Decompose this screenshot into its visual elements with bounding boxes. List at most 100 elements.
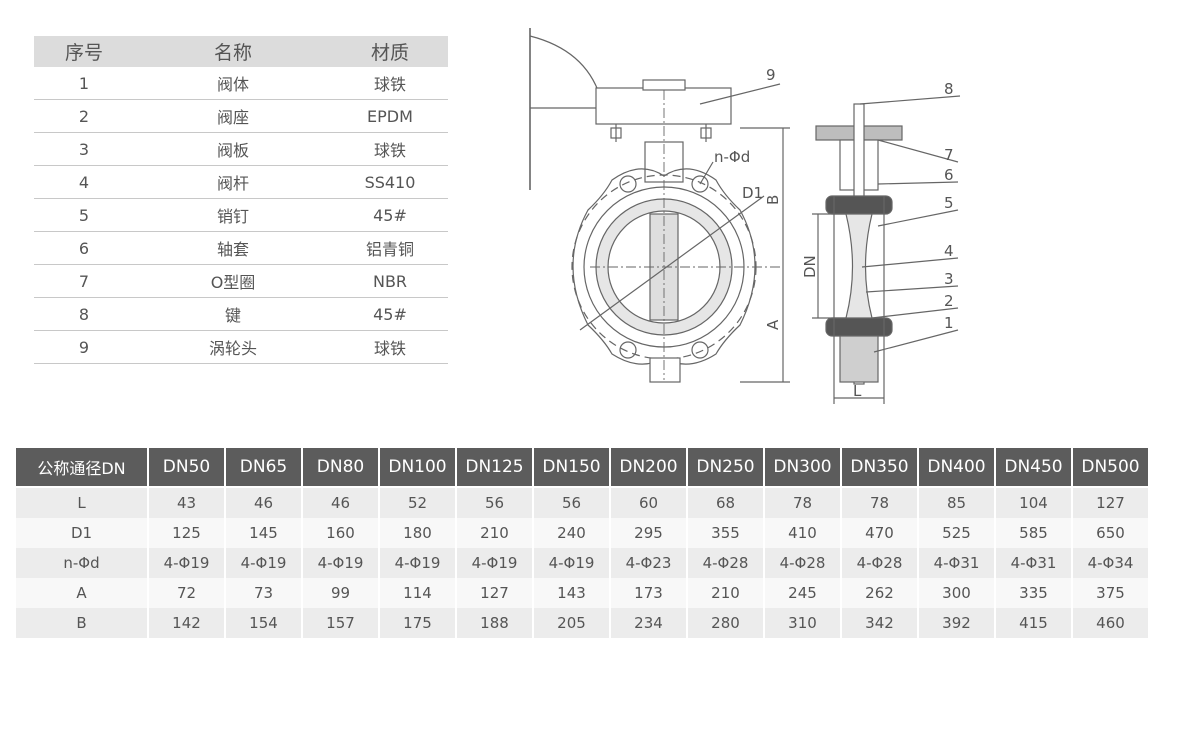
dimension-cell: 60 xyxy=(611,488,686,518)
dimension-cell: 180 xyxy=(380,518,455,548)
dimension-cell: 104 xyxy=(996,488,1071,518)
dimension-cell: 160 xyxy=(303,518,378,548)
dn-column-header: DN350 xyxy=(842,448,917,488)
dimension-cell: 52 xyxy=(380,488,455,518)
part-material: EPDM xyxy=(332,99,448,133)
dimension-cell: 234 xyxy=(611,608,686,638)
dimension-cell: 4-Φ23 xyxy=(611,548,686,578)
gearbox xyxy=(595,87,732,125)
part-name: 阀板 xyxy=(134,132,332,166)
dimension-row-label: A xyxy=(16,578,147,608)
dimension-cell: 114 xyxy=(380,578,455,608)
dimension-row-label: B xyxy=(16,608,147,638)
dimension-cell: 78 xyxy=(765,488,840,518)
dimension-header-label: 公称通径DN xyxy=(16,448,147,488)
dimension-cell: 127 xyxy=(457,578,532,608)
dimension-cell: 410 xyxy=(765,518,840,548)
part-material: 铝青铜 xyxy=(332,231,448,265)
dimension-cell: 78 xyxy=(842,488,917,518)
side-seat-bottom xyxy=(825,317,893,337)
callout-3: 3 xyxy=(944,270,954,288)
part-number: 1 xyxy=(34,67,134,100)
dimension-cell: 470 xyxy=(842,518,917,548)
dimension-cell: 525 xyxy=(919,518,994,548)
dimension-cell: 43 xyxy=(149,488,224,518)
dn-column-header: DN150 xyxy=(534,448,609,488)
callout-8: 8 xyxy=(944,80,954,98)
part-name: 阀体 xyxy=(134,67,332,100)
dimension-row-label: D1 xyxy=(16,518,147,548)
parts-header-row: 序号 名称 材质 xyxy=(34,36,448,67)
dimension-cell: 85 xyxy=(919,488,994,518)
dimension-cell: 460 xyxy=(1073,608,1148,638)
dimension-cell: 650 xyxy=(1073,518,1148,548)
dimension-cell: 342 xyxy=(842,608,917,638)
callout-2: 2 xyxy=(944,292,954,310)
side-bottom xyxy=(839,335,879,383)
part-material: 45# xyxy=(332,297,448,331)
dimension-cell: 188 xyxy=(457,608,532,638)
part-material: 球铁 xyxy=(332,330,448,364)
part-name: O型圈 xyxy=(134,264,332,298)
dimension-cell: 4-Φ19 xyxy=(457,548,532,578)
dimension-cell: 335 xyxy=(996,578,1071,608)
dimension-cell: 585 xyxy=(996,518,1071,548)
dimension-cell: 99 xyxy=(303,578,378,608)
dn-column-header: DN300 xyxy=(765,448,840,488)
callout-6: 6 xyxy=(944,166,954,184)
callout-1: 1 xyxy=(944,314,954,332)
dn-column-header: DN400 xyxy=(919,448,994,488)
part-name: 涡轮头 xyxy=(134,330,332,364)
part-number: 7 xyxy=(34,264,134,298)
dimension-cell: 280 xyxy=(688,608,763,638)
label-d1: D1 xyxy=(742,184,763,202)
part-name: 销钉 xyxy=(134,198,332,232)
dimension-cell: 4-Φ28 xyxy=(842,548,917,578)
dimension-cell: 142 xyxy=(149,608,224,638)
dn-column-header: DN80 xyxy=(303,448,378,488)
callout-9: 9 xyxy=(766,66,776,84)
part-name: 轴套 xyxy=(134,231,332,265)
parts-header-cell: 序号 xyxy=(34,36,134,67)
part-material: SS410 xyxy=(332,165,448,199)
label-nphid: n-Φd xyxy=(714,148,750,166)
dimension-cell: 392 xyxy=(919,608,994,638)
dimension-cell: 4-Φ28 xyxy=(765,548,840,578)
dimension-cell: 4-Φ19 xyxy=(534,548,609,578)
dimension-cell: 4-Φ19 xyxy=(149,548,224,578)
valve-technical-drawing: 9 8 7 6 5 4 3 2 1 n-Φd D1 B A DN L xyxy=(529,28,961,404)
part-name: 阀杆 xyxy=(134,165,332,199)
dimension-cell: 56 xyxy=(457,488,532,518)
dimension-cell: 4-Φ31 xyxy=(996,548,1071,578)
dimension-cell: 143 xyxy=(534,578,609,608)
dn-column-header: DN450 xyxy=(996,448,1071,488)
callout-7: 7 xyxy=(944,146,954,164)
dn-column-header: DN500 xyxy=(1073,448,1148,488)
dimension-cell: 56 xyxy=(534,488,609,518)
part-number: 2 xyxy=(34,99,134,133)
dimension-cell: 205 xyxy=(534,608,609,638)
dimension-cell: 210 xyxy=(457,518,532,548)
dimension-cell: 262 xyxy=(842,578,917,608)
dimension-cell: 300 xyxy=(919,578,994,608)
dimension-cell: 157 xyxy=(303,608,378,638)
part-number: 9 xyxy=(34,330,134,364)
dimension-cell: 210 xyxy=(688,578,763,608)
part-name: 阀座 xyxy=(134,99,332,133)
dimension-cell: 4-Φ19 xyxy=(380,548,455,578)
dimension-cell: 4-Φ31 xyxy=(919,548,994,578)
